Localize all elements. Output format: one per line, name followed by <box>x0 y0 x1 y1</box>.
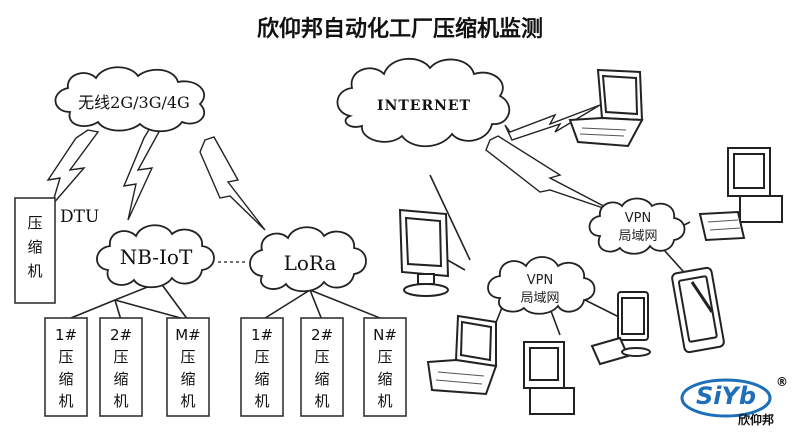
nbiot-tree-lines <box>65 281 189 321</box>
compressor-char: 缩 <box>377 370 392 388</box>
laptop-icon <box>568 68 644 148</box>
nbiot-cloud-label: NB-IoT <box>120 245 193 269</box>
diagram-title: 欣仰邦自动化工厂压缩机监测 <box>257 16 543 42</box>
vpn-right-label-2: 局域网 <box>618 229 657 244</box>
logo-swoosh-icon <box>680 378 772 418</box>
compressor-id: 1# <box>251 326 273 344</box>
wireless-bolt-dtu <box>46 129 100 206</box>
compressor-id: 2# <box>110 326 132 344</box>
compressor-char: 压 <box>58 348 73 366</box>
compressor-id: 1# <box>55 326 77 344</box>
nbiot-compressor-m: M# 压 缩 机 <box>166 317 210 417</box>
logo-brand-name: 欣仰邦 <box>738 412 774 427</box>
internet-cloud: INTERNET <box>336 57 511 148</box>
vpn-center-label-2: 局域网 <box>520 291 559 306</box>
lora-compressor-n: N# 压 缩 机 <box>363 317 407 417</box>
logo-mark: SiYb <box>696 382 756 410</box>
lora-compressor-2: 2# 压 缩 机 <box>300 317 344 417</box>
vpn-cloud-right: VPN 局域网 <box>588 197 686 255</box>
logo-registered: ® <box>776 375 788 389</box>
wireless-bolt-nbiot <box>122 127 162 221</box>
nbiot-cloud: NB-IoT <box>96 224 215 289</box>
wireless-cloud-label: 无线2G/3G/4G <box>78 93 190 112</box>
nbiot-compressor-2: 2# 压 缩 机 <box>99 317 143 417</box>
standalone-compressor-char: 机 <box>27 262 42 280</box>
compressor-char: 压 <box>180 348 195 366</box>
internet-bolt-vpn-right <box>485 135 616 213</box>
compressor-char: 机 <box>58 392 73 410</box>
compressor-char: 机 <box>113 392 128 410</box>
standalone-compressor-box: 压 缩 机 <box>14 197 56 304</box>
lora-compressor-1: 1# 压 缩 机 <box>240 317 284 417</box>
internet-cloud-label: INTERNET <box>377 98 471 114</box>
lora-cloud: LoRa <box>249 226 367 293</box>
wireless-cloud: 无线2G/3G/4G <box>54 66 206 133</box>
tablet-icon <box>671 266 725 354</box>
monitor-icon <box>398 208 450 297</box>
compressor-char: 缩 <box>314 370 329 388</box>
compressor-char: 缩 <box>254 370 269 388</box>
vpn-center-label-1: VPN <box>527 273 553 288</box>
compressor-id: M# <box>175 326 201 344</box>
compressor-char: 压 <box>254 348 269 366</box>
compressor-char: 压 <box>113 348 128 366</box>
standalone-compressor-char: 缩 <box>27 238 42 256</box>
compressor-char: 压 <box>377 348 392 366</box>
compressor-char: 机 <box>254 392 269 410</box>
vpn-right-label-1: VPN <box>625 211 651 226</box>
compressor-char: 缩 <box>113 370 128 388</box>
vpn-cloud-center: VPN 局域网 <box>487 256 596 315</box>
wireless-bolt-lora <box>199 136 266 231</box>
compressor-char: 缩 <box>180 370 195 388</box>
nbiot-compressor-1: 1# 压 缩 机 <box>44 317 88 417</box>
desktop-pc-icon <box>523 341 575 415</box>
compressor-char: 机 <box>180 392 195 410</box>
desktop-pc-icon <box>698 147 783 242</box>
dtu-label: DTU <box>60 207 99 227</box>
monitor-icon <box>590 291 651 366</box>
standalone-compressor-char: 压 <box>27 214 42 232</box>
compressor-id: N# <box>373 326 397 344</box>
compressor-char: 机 <box>377 392 392 410</box>
compressor-char: 机 <box>314 392 329 410</box>
brand-logo: SiYb ® 欣仰邦 <box>680 375 788 427</box>
compressor-char: 压 <box>314 348 329 366</box>
lora-tree-lines <box>261 289 386 321</box>
compressor-char: 缩 <box>58 370 73 388</box>
compressor-id: 2# <box>311 326 333 344</box>
laptop-icon <box>426 314 498 396</box>
lora-cloud-label: LoRa <box>284 251 337 275</box>
